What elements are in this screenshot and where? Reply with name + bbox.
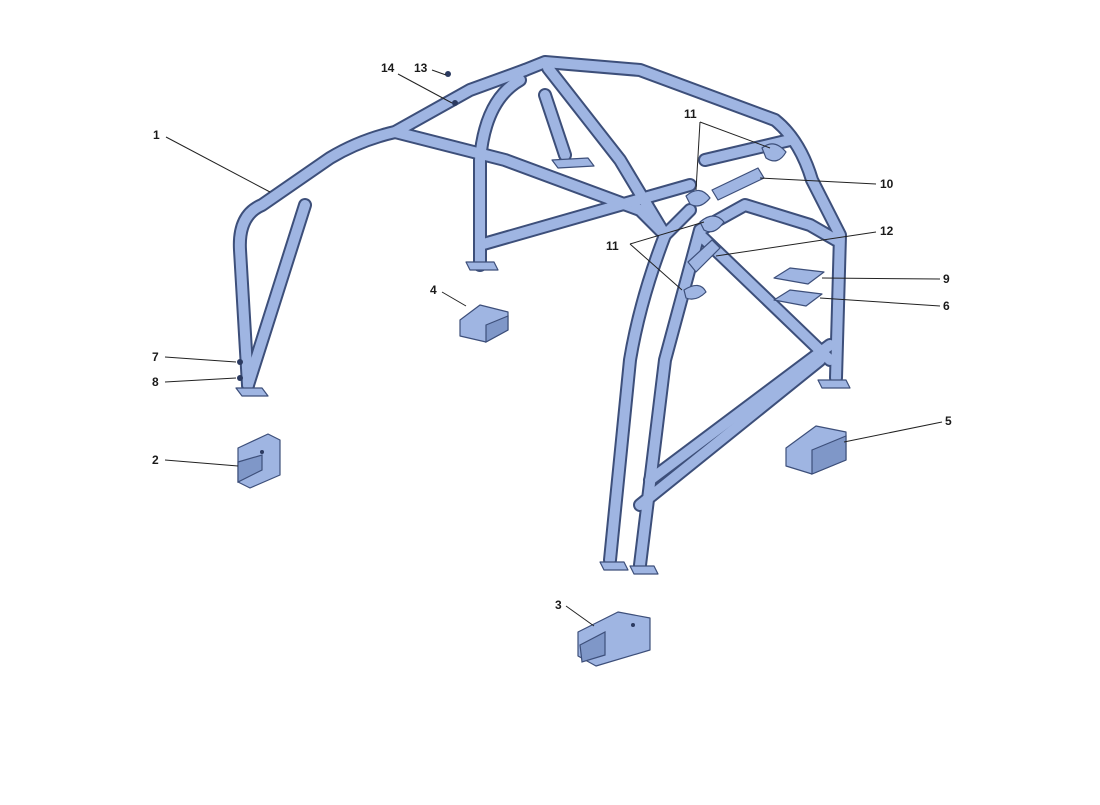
part-pad-10	[711, 167, 765, 201]
part-clamps-11	[683, 143, 787, 300]
part-bolt-13	[445, 71, 451, 77]
callout-12: 12	[880, 224, 894, 238]
part-plate-6	[773, 289, 823, 307]
callout-13: 13	[414, 61, 428, 75]
callout-5: 5	[945, 414, 952, 428]
part-pad-12	[687, 239, 721, 273]
part-mount-4	[459, 304, 509, 344]
part-mount-5	[785, 425, 847, 475]
part-bracket-2	[237, 433, 281, 489]
callout-1: 1	[153, 128, 160, 142]
callout-2: 2	[152, 453, 159, 467]
part-washer-8	[237, 375, 243, 381]
callout-9: 9	[943, 272, 950, 286]
callout-10: 10	[880, 177, 894, 191]
callout-6: 6	[943, 299, 950, 313]
part-bracket-3	[577, 611, 651, 667]
callout-11-upper: 11	[684, 107, 697, 121]
part-screw-7	[237, 359, 243, 365]
callout-14: 14	[381, 61, 395, 75]
callout-7: 7	[152, 350, 159, 364]
callout-4: 4	[430, 283, 437, 297]
roll-cage-frame	[232, 55, 851, 575]
part-nut-14	[452, 100, 458, 106]
callout-labels: 1 2 3 4 5 6 7 8 9 10 11 11 12 13 14	[152, 61, 952, 612]
part-plate-9	[773, 267, 825, 285]
callout-11-lower: 11	[606, 239, 619, 253]
callout-8: 8	[152, 375, 159, 389]
leader-lines	[164, 69, 943, 627]
callout-3: 3	[555, 598, 562, 612]
